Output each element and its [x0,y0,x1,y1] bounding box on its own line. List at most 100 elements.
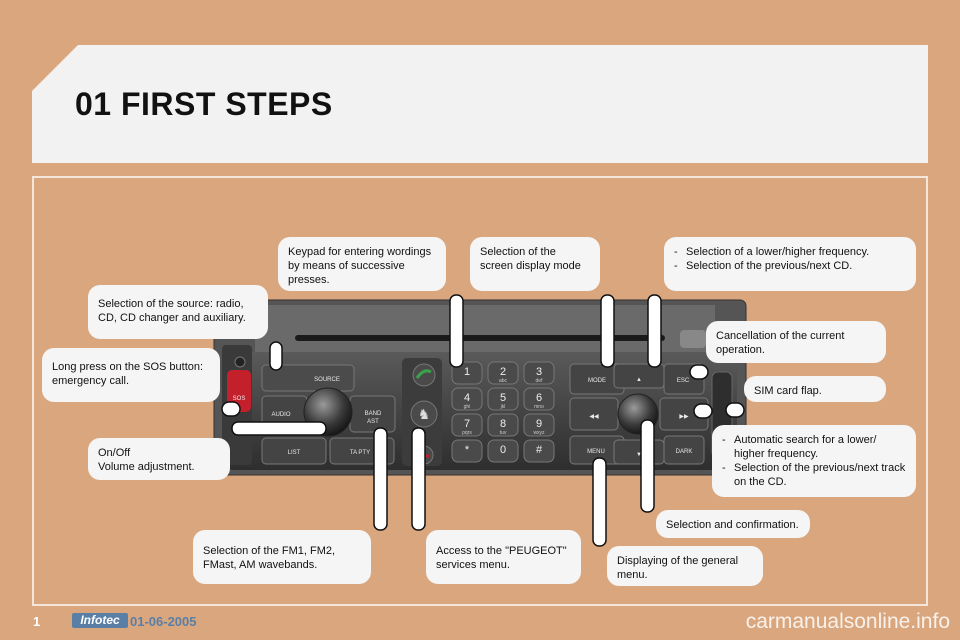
menu-button-label: MENU [587,449,605,455]
callout-frequency-item: Selection of a lower/higher frequency. [674,245,906,259]
pointer-volume [231,421,327,436]
source-button[interactable] [261,364,355,392]
keypad-digit: # [536,444,543,456]
pointer-sim [725,402,745,418]
phone-answer-icon [415,369,432,379]
call-answer-button[interactable] [412,363,436,387]
esc-button-label: ESC [677,378,690,384]
page-number: 1 [33,614,41,629]
callout-frequency-item: Selection of the previous/next CD. [674,259,906,273]
dark-button[interactable] [663,435,705,465]
keypad-key[interactable] [451,439,483,463]
callout-keypad: Keypad for entering wordings by means of… [278,237,446,291]
callout-onoff-line1: On/Off [98,447,131,459]
arrow-up-icon: ▲ [636,377,642,383]
callout-mode: Selection of the screen display mode [470,237,600,291]
callout-cancel: Cancellation of the current operation. [706,321,886,363]
watermark: carmanualsonline.info [745,610,950,633]
callout-search: Automatic search for a lower/ higher fre… [712,425,916,497]
list-button-label: LIST [288,450,301,456]
up-button[interactable] [613,363,665,389]
pointer-freq [647,294,662,368]
cd-slot [295,335,665,341]
keypad-key[interactable] [451,413,483,437]
eject-slot [680,330,706,348]
keypad-letters: def [536,378,544,384]
keypad-letters: tuv [500,430,507,436]
brand-name: Infotec [80,613,120,627]
keypad-digit: 3 [536,366,542,378]
keypad-digit: 6 [536,392,542,404]
pointer-band [373,427,388,531]
callout-band: Selection of the FM1, FM2, FMast, AM wav… [193,530,371,584]
ta-pty-button-label: TA PTY [350,450,370,456]
brand-badge: Infotec [72,613,128,628]
keypad-digit: 5 [500,392,506,404]
keypad-digit: 2 [500,366,506,378]
keypad-key[interactable] [523,361,555,385]
peugeot-lion-icon: ♞ [418,406,431,422]
keypad-letters: pqrs [462,430,472,436]
keypad-letters: wxyz [533,430,545,436]
page-title: 01 FIRST STEPS [75,86,333,122]
keypad-digit: 4 [464,392,470,404]
pointer-menu [592,457,607,547]
pointer-search [693,403,713,419]
list-button[interactable] [261,437,327,465]
callout-peugeot: Access to the "PEUGEOT" services menu. [426,530,581,584]
document-date: 01-06-2005 [130,614,197,629]
radio-top-plate [255,305,715,355]
keypad-key[interactable] [451,387,483,411]
callout-menu: Displaying of the general menu. [607,546,763,586]
sos-label: SOS [233,396,246,402]
seek-forward-icon: ▶▶ [679,414,689,420]
keypad-key[interactable] [487,361,519,385]
callout-onoff: On/Off Volume adjustment. [88,438,230,480]
keypad-key[interactable] [487,387,519,411]
header-panel [32,45,928,163]
callout-frequency: Selection of a lower/higher frequency.Se… [664,237,916,291]
keypad-key[interactable] [487,439,519,463]
keypad-key[interactable] [487,413,519,437]
keypad-letters: jkl [500,404,506,410]
content-frame [32,176,928,606]
keypad-digit: 1 [464,366,470,378]
mode-button-label: MODE [588,378,606,384]
peugeot-button[interactable] [410,400,438,428]
pointer-source [269,341,283,371]
callout-source: Selection of the source: radio, CD, CD c… [88,285,268,339]
callout-select: Selection and confirmation. [656,510,810,538]
keypad-digit: * [465,444,470,456]
pointer-select [640,419,655,513]
sos-led [234,356,246,368]
callout-sim: SIM card flap. [744,376,886,402]
keypad-digit: 9 [536,418,542,430]
pointer-cancel [689,364,709,380]
keypad-letters: abc [499,378,508,384]
callout-search-item: Selection of the previous/next track on … [722,461,906,489]
band-button-label: BAND [365,411,382,417]
pointer-sos [221,401,241,417]
keypad-key[interactable] [523,439,555,463]
keypad-digit: 8 [500,418,506,430]
keypad-key[interactable] [523,413,555,437]
pointer-keypad [449,294,464,368]
callout-search-item: Automatic search for a lower/ higher fre… [722,433,906,461]
arrow-down-icon: ▼ [636,452,642,458]
callout-sos: Long press on the SOS button: emergency … [42,348,220,402]
pointer-mode [600,294,615,368]
keypad-key[interactable] [523,387,555,411]
pointer-bars [231,294,662,547]
callout-onoff-line2: Volume adjustment. [98,461,195,473]
dark-button-label: DARK [676,449,693,455]
keypad-letters: ghi [464,404,471,410]
band-button-sublabel: AST [367,419,379,425]
keypad-digit: 7 [464,418,470,430]
keypad-key[interactable] [451,361,483,385]
source-button-label: SOURCE [314,377,340,383]
pointer-hooks [221,364,745,419]
audio-button-label: AUDIO [271,412,290,418]
pointer-peugeot [411,427,426,531]
